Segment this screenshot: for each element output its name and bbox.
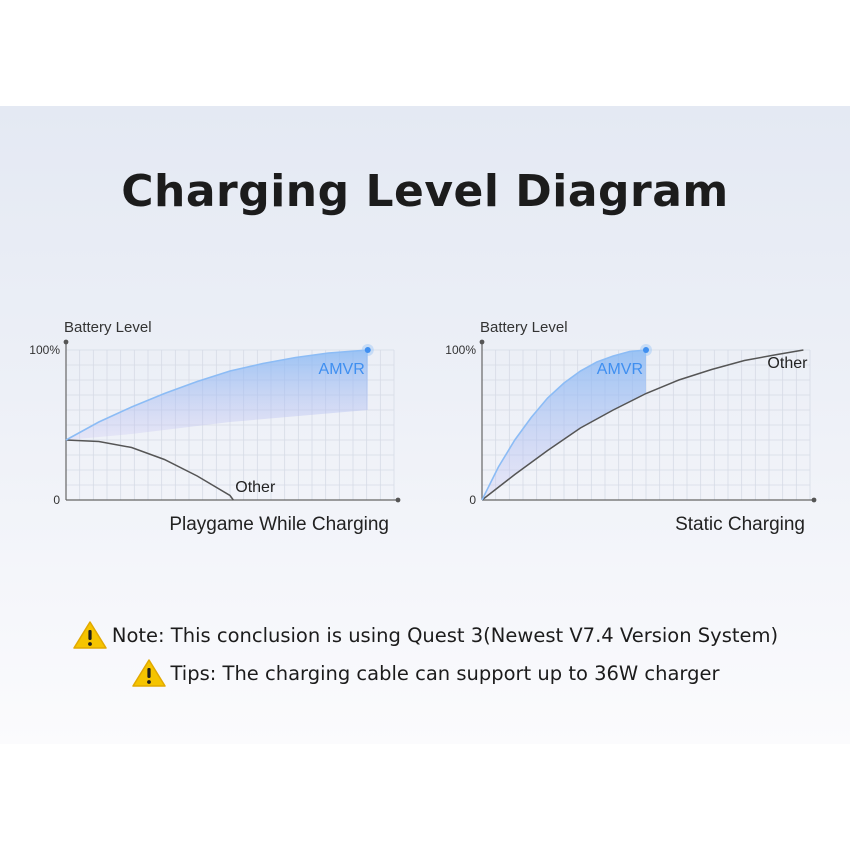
warning-icon [73, 621, 107, 649]
amvr-area [482, 350, 646, 500]
tip-line: Tips: The charging cable can support up … [0, 654, 850, 692]
warning-icon [131, 659, 166, 687]
y-tick-label: 0 [53, 493, 60, 507]
amvr-area [66, 350, 368, 440]
series-line-amvr [481, 349, 647, 501]
series-line-other [481, 349, 804, 501]
notes-section: Note: This conclusion is using Quest 3(N… [0, 616, 850, 692]
y-axis-label: Battery Level [480, 319, 568, 336]
series-line-other [65, 439, 234, 501]
x-axis-label: Static Charging [675, 514, 805, 535]
amvr-end-point [364, 347, 371, 353]
y-tick-label: 100% [445, 343, 476, 357]
y-axis-end-dot [63, 339, 69, 345]
series-label-other: Other [235, 479, 276, 496]
x-axis-label: Playgame While Charging [169, 514, 389, 535]
series-label-amvr: AMVR [597, 361, 643, 378]
series-line-amvr [65, 349, 368, 441]
x-axis-end-dot [395, 497, 401, 503]
note-line: Note: This conclusion is using Quest 3(N… [0, 616, 850, 654]
x-axis-end-dot [811, 497, 817, 503]
series-label-other: Other [767, 355, 808, 372]
series-label-amvr: AMVR [319, 361, 365, 378]
note-text: Note: This conclusion is using Quest 3(N… [111, 623, 779, 647]
tip-text: Tips: The charging cable can support up … [170, 661, 720, 685]
y-tick-label: 100% [29, 343, 60, 357]
amvr-end-point [643, 347, 649, 353]
infographic-panel: Charging Level Diagram Battery Level 100%… [0, 106, 850, 744]
y-axis-label: Battery Level [64, 319, 152, 336]
page-title: Charging Level Diagram [121, 166, 729, 217]
y-tick-label: 0 [469, 493, 476, 507]
y-axis-end-dot [479, 339, 485, 345]
